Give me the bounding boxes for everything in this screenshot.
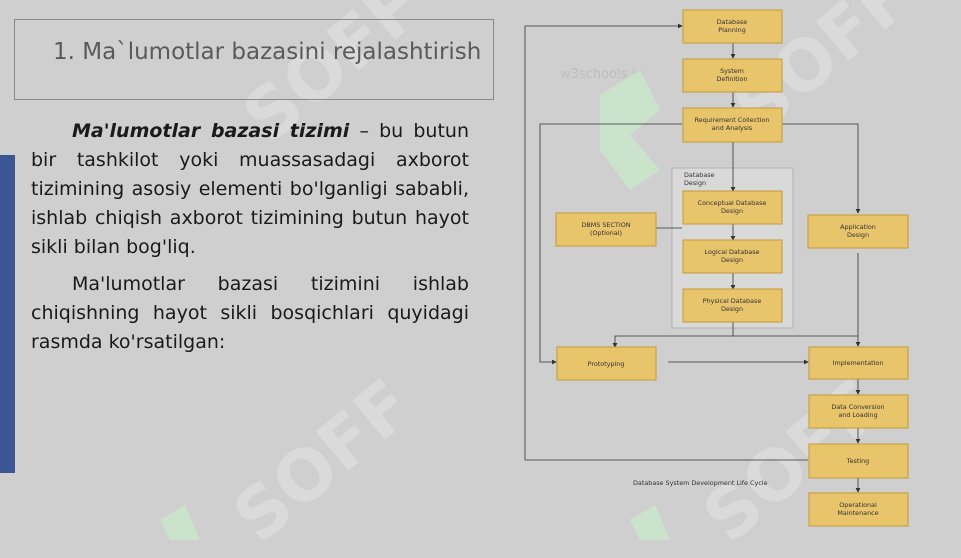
box-maintenance: Operational Maintenance [808,492,909,527]
box-requirements: Requirement Collection and Analysis [682,107,783,143]
svg-text:and Analysis: and Analysis [712,124,753,132]
box-conceptual: Conceptual Database Design [682,190,783,225]
body-text: Ma'lumotlar bazasi tizimi – bu butun bir… [31,117,469,365]
term-bold: Ma'lumotlar bazasi tizimi [72,120,350,142]
title-box: 1. Ma`lumotlar bazasini rejalashtirish [14,19,494,100]
watermark-logo-icon [160,70,670,540]
svg-text:Design: Design [847,231,869,239]
svg-text:Requirement Collection: Requirement Collection [695,116,770,124]
diagram-caption: Database System Development Life Cycle [633,479,768,487]
svg-text:Planning: Planning [718,26,746,34]
svg-text:Conceptual Database: Conceptual Database [698,199,767,207]
box-definition: System Definition [682,58,783,93]
box-implementation: Implementation [808,346,909,380]
paragraph-1-text: – bu butun bir tashkilot yoki muassasada… [31,120,470,258]
watermark-site: w3schools.in [560,67,644,82]
svg-text:Implementation: Implementation [833,359,884,367]
dblc-diagram: Database Design Database Planning System… [524,9,909,527]
svg-text:Operational: Operational [839,501,877,509]
svg-text:Testing: Testing [846,457,869,465]
svg-text:Database: Database [717,18,748,26]
svg-text:Prototyping: Prototyping [588,360,625,368]
svg-text:(Optional): (Optional) [590,229,622,237]
svg-text:Design: Design [721,256,743,264]
accent-bar [0,155,15,473]
paragraph-2: Ma'lumotlar bazasi tizimini ishlab chiqi… [31,273,469,353]
box-planning: Database Planning [682,9,783,44]
svg-text:Application: Application [840,223,876,231]
svg-text:System: System [720,67,744,75]
page-title: 1. Ma`lumotlar bazasini rejalashtirish [53,39,482,65]
box-prototyping: Prototyping [556,346,657,381]
svg-text:Design: Design [721,305,743,313]
svg-text:Data Conversion: Data Conversion [831,403,884,411]
box-dbms: DBMS SECTION (Optional) [555,212,657,247]
box-testing: Testing [808,443,909,479]
group-label-1: Database [684,171,715,179]
diagram-boxes: Database Planning System Definition Requ… [555,9,909,527]
svg-text:Design: Design [721,207,743,215]
svg-text:DBMS SECTION: DBMS SECTION [581,221,630,229]
box-physical: Physical Database Design [682,288,783,323]
svg-text:Physical Database: Physical Database [703,297,762,305]
svg-text:Logical Database: Logical Database [705,248,760,256]
svg-text:and Loading: and Loading [838,411,877,419]
box-conversion: Data Conversion and Loading [808,394,909,429]
box-application: Application Design [807,214,909,249]
svg-text:Maintenance: Maintenance [837,509,878,517]
box-logical: Logical Database Design [682,239,783,274]
svg-text:Definition: Definition [717,75,748,83]
paragraph-1: Ma'lumotlar bazasi tizimi – bu butun bir… [31,117,469,262]
group-label-2: Design [684,179,706,187]
